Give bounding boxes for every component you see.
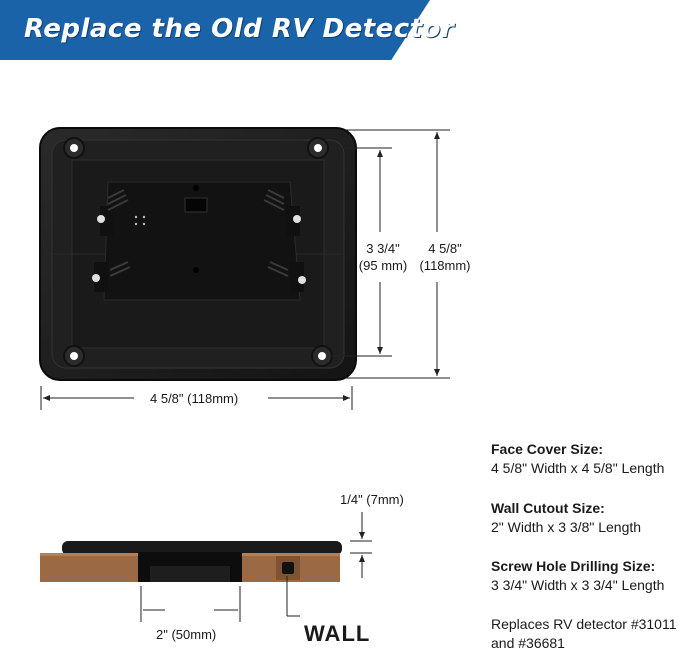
title-banner	[0, 0, 430, 60]
spec-screw-hole: Screw Hole Drilling Size: 3 3/4" Width x…	[491, 557, 664, 595]
wall-label: WALL	[304, 621, 371, 646]
dimension-lines-side	[140, 512, 372, 622]
face-cover-top-view	[39, 127, 357, 381]
spec-value: 3 3/4" Width x 3 3/4" Length	[491, 577, 665, 593]
width-label: 4 5/8" (118mm)	[150, 391, 239, 406]
replaces-line-2: and #36681	[491, 635, 565, 651]
inner-height-mm-label: (95 mm)	[358, 258, 408, 273]
outer-height-in-label: 4 5/8"	[428, 241, 462, 256]
spec-face-cover: Face Cover Size: 4 5/8" Width x 4 5/8" L…	[491, 440, 664, 478]
spec-value: 4 5/8" Width x 4 5/8" Length	[491, 460, 665, 476]
corner-screw-holes	[63, 137, 333, 367]
replaces-note: Replaces RV detector #31011 and #36681	[491, 615, 677, 653]
thickness-label: 1/4" (7mm)	[340, 492, 404, 507]
spec-title: Face Cover Size:	[491, 441, 604, 457]
spec-wall-cutout: Wall Cutout Size: 2" Width x 3 3/8" Leng…	[491, 499, 641, 537]
banner-title: Replace the Old RV Detector	[24, 14, 455, 44]
dimension-lines-top	[40, 129, 450, 410]
spec-title: Screw Hole Drilling Size:	[491, 558, 656, 574]
inner-height-in-label: 3 3/4"	[366, 241, 400, 256]
spec-title: Wall Cutout Size:	[491, 500, 605, 516]
outer-height-mm-label: (118mm)	[419, 258, 471, 273]
side-view-wall-section	[40, 541, 342, 582]
spec-value: 2" Width x 3 3/8" Length	[491, 519, 642, 535]
detector-housing	[92, 181, 306, 301]
replaces-line-1: Replaces RV detector #31011	[491, 616, 677, 632]
cutout-width-label: 2" (50mm)	[156, 627, 217, 642]
